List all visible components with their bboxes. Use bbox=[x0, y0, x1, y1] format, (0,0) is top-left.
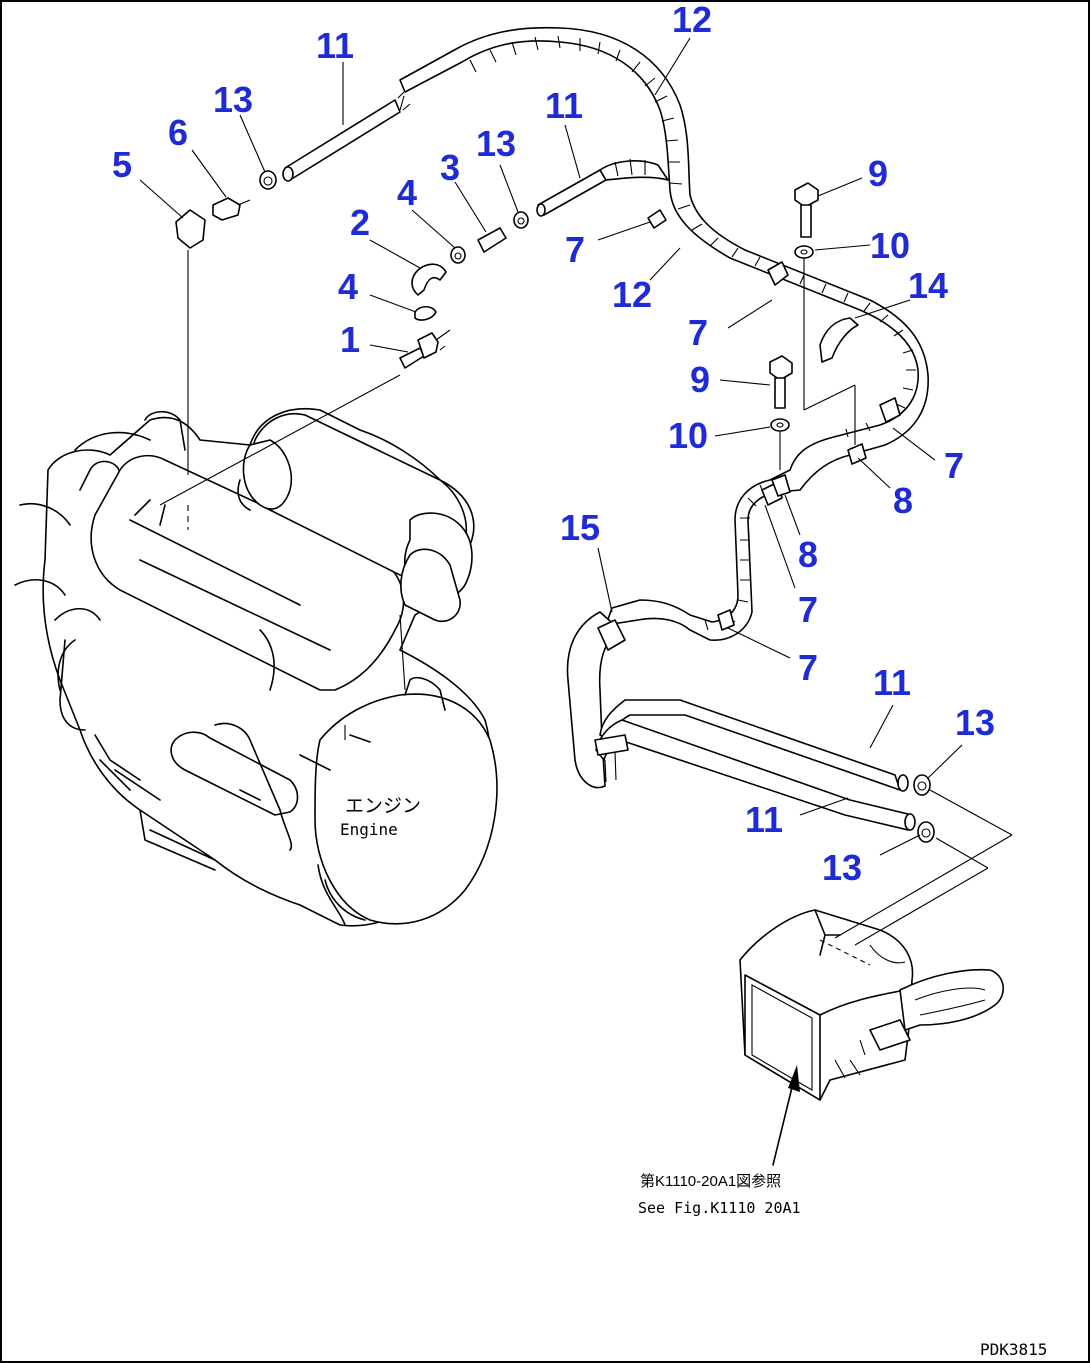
callout-9-upper: 9 bbox=[868, 153, 888, 194]
callout-7-d: 7 bbox=[798, 589, 818, 630]
callout-numbers: 11 12 13 11 13 6 5 3 4 2 4 1 7 12 9 10 1… bbox=[112, 0, 995, 888]
callout-11-top: 11 bbox=[316, 25, 354, 66]
reference-arrow bbox=[772, 1065, 800, 1166]
callout-1: 1 bbox=[340, 319, 360, 360]
callout-5: 5 bbox=[112, 144, 132, 185]
connection-lines bbox=[159, 250, 406, 740]
callout-6: 6 bbox=[168, 112, 188, 153]
drawing-code: PDK3815 bbox=[980, 1340, 1047, 1359]
callout-4-upper: 4 bbox=[397, 172, 417, 213]
callout-4-lower: 4 bbox=[338, 266, 358, 307]
callout-9-lower: 9 bbox=[690, 359, 710, 400]
callout-7-e: 7 bbox=[798, 647, 818, 688]
callout-7-a: 7 bbox=[565, 229, 585, 270]
callout-11-middle: 11 bbox=[545, 85, 583, 126]
leader-lines bbox=[139, 37, 963, 856]
callout-10-upper: 10 bbox=[870, 225, 910, 266]
callout-13-middle: 13 bbox=[476, 123, 516, 164]
callout-8-a: 8 bbox=[893, 480, 913, 521]
engine-label-jp: エンジン bbox=[345, 796, 421, 817]
callout-12-top: 12 bbox=[672, 0, 712, 40]
callout-15: 15 bbox=[560, 507, 600, 548]
callout-10-lower: 10 bbox=[668, 415, 708, 456]
callout-11-lower-a: 11 bbox=[873, 662, 911, 703]
callout-12-lower: 12 bbox=[612, 274, 652, 315]
callout-7-c: 7 bbox=[944, 445, 964, 486]
wrapped-hose-12 bbox=[399, 26, 935, 843]
callout-7-b: 7 bbox=[688, 312, 708, 353]
callout-2: 2 bbox=[350, 202, 370, 243]
fitting-parts bbox=[175, 91, 607, 369]
callout-14: 14 bbox=[908, 265, 948, 306]
heater-connection-lines bbox=[834, 789, 1013, 946]
callout-11-lower-b: 11 bbox=[745, 799, 783, 840]
reference-label-en: See Fig.K1110 20A1 bbox=[638, 1199, 801, 1217]
callout-13-top: 13 bbox=[213, 79, 253, 120]
bolts-washers bbox=[769, 182, 856, 470]
callout-8-b: 8 bbox=[798, 534, 818, 575]
engine-label-en: Engine bbox=[340, 820, 398, 839]
reference-label-jp: 第K1110-20A1図参照 bbox=[640, 1172, 781, 1190]
heater-unit bbox=[739, 909, 1004, 1101]
callout-13-lower-a: 13 bbox=[955, 702, 995, 743]
callout-13-lower-b: 13 bbox=[822, 847, 862, 888]
callout-3: 3 bbox=[440, 147, 460, 188]
engine-drawing bbox=[14, 408, 498, 927]
